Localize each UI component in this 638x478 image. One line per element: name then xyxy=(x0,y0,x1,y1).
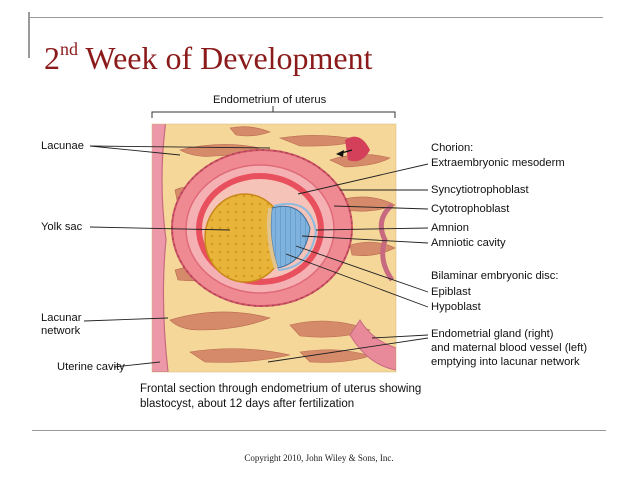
label-chorion: Chorion: xyxy=(431,142,474,154)
slide-bottom-rule xyxy=(32,430,606,431)
label-gland-line-1: Endometrial gland (right) xyxy=(431,328,554,340)
slide-title: 2nd Week of Development xyxy=(44,38,373,78)
copyright-notice: Copyright 2010, John Wiley & Sons, Inc. xyxy=(244,453,394,463)
label-gland-line-3: emptying into lacunar network xyxy=(431,356,580,368)
label-lacunar-network-2: network xyxy=(41,325,81,337)
label-hypoblast: Hypoblast xyxy=(431,301,481,313)
slide-top-rule xyxy=(28,17,603,18)
title-text: Week of Development xyxy=(78,40,373,76)
label-gland-line-2: and maternal blood vessel (left) xyxy=(431,342,588,354)
endometrium-bracket xyxy=(151,106,396,118)
label-yolk-sac: Yolk sac xyxy=(41,221,83,233)
label-amniotic-cavity: Amniotic cavity xyxy=(431,237,506,249)
label-lacunae: Lacunae xyxy=(41,140,84,152)
gland-right-bottom xyxy=(349,319,396,371)
syncytiotrophoblast-dots xyxy=(171,149,353,307)
leader-lines-right xyxy=(267,163,429,363)
label-uterine-cavity: Uterine cavity xyxy=(57,361,125,373)
caption-line-1: Frontal section through endometrium of u… xyxy=(140,383,422,395)
leader-lines-left xyxy=(83,145,271,368)
tissue-frame xyxy=(151,123,397,373)
label-amnion: Amnion xyxy=(431,222,469,234)
label-endometrium: Endometrium of uterus xyxy=(213,94,327,106)
caption-line-2: blastocyst, about 12 days after fertiliz… xyxy=(140,398,355,410)
uterine-epithelium xyxy=(152,124,169,372)
blood-vessel xyxy=(345,136,370,162)
hypoblast-layer xyxy=(266,207,278,269)
amnion xyxy=(273,202,318,271)
endometrial-gland xyxy=(378,203,395,282)
slide-rule-mark xyxy=(28,12,30,58)
label-cytotrophoblast: Cytotrophoblast xyxy=(431,203,510,215)
label-lacunar-network-1: Lacunar xyxy=(41,312,82,324)
label-bilaminar-disc: Bilaminar embryonic disc: xyxy=(431,270,559,282)
label-syncytiotrophoblast: Syncytiotrophoblast xyxy=(431,184,529,196)
figure-caption: Frontal section through endometrium of u… xyxy=(140,382,421,412)
title-superscript: nd xyxy=(60,39,78,59)
label-epiblast: Epiblast xyxy=(431,286,471,298)
label-extraembryonic-mesoderm: Extraembryonic mesoderm xyxy=(431,157,565,169)
title-number: 2 xyxy=(44,40,60,76)
